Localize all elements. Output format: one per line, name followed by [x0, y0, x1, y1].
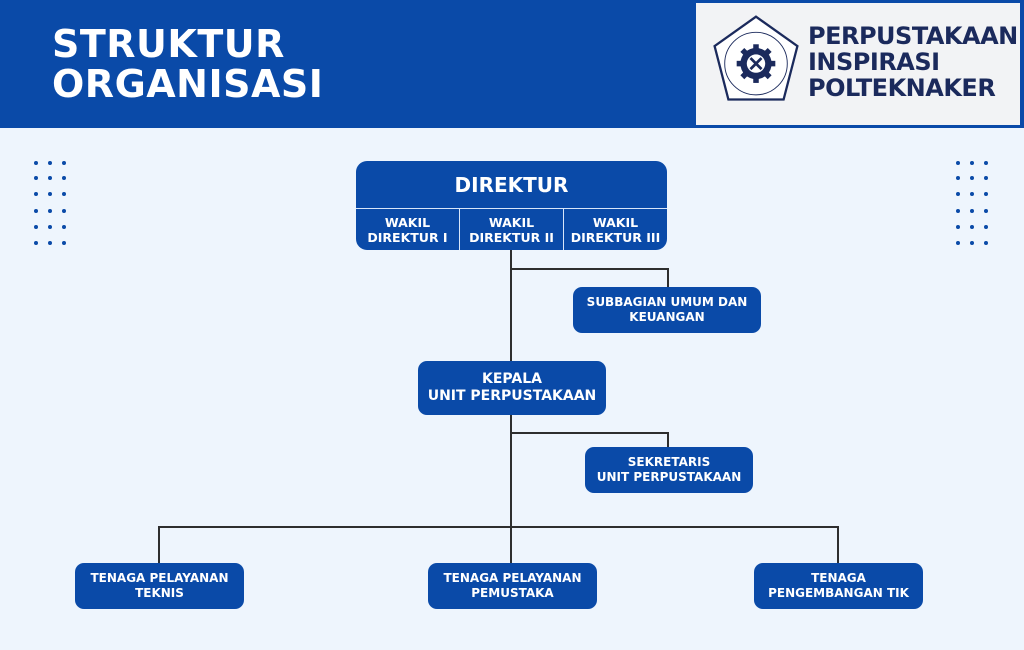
label-line: TEKNIS: [135, 586, 184, 600]
direktur-label: DIREKTUR: [356, 161, 667, 209]
label-line: DIREKTUR I: [367, 230, 448, 245]
label-line: DIREKTUR II: [469, 230, 554, 245]
decorative-dot: [970, 209, 974, 213]
decorative-dot: [956, 161, 960, 165]
page-title: STRUKTUR ORGANISASI: [52, 24, 323, 104]
label-line: TENAGA PELAYANAN: [90, 571, 229, 585]
decorative-dot: [48, 176, 52, 180]
decorative-dot: [62, 192, 66, 196]
header-banner: STRUKTUR ORGANISASI PERPUSTAKAAN INSPIRA…: [0, 0, 1024, 128]
decorative-dot: [970, 241, 974, 245]
decorative-dot: [970, 225, 974, 229]
decorative-dot: [956, 225, 960, 229]
decorative-dot: [62, 161, 66, 165]
title-line-2: ORGANISASI: [52, 62, 324, 106]
connector-bottom-h: [158, 526, 839, 528]
label-line: DIREKTUR III: [570, 230, 661, 245]
decorative-dot: [62, 241, 66, 245]
logo-panel: PERPUSTAKAAN INSPIRASI POLTEKNAKER: [696, 3, 1020, 125]
decorative-dot: [34, 225, 38, 229]
library-name-line-3: POLTEKNAKER: [808, 74, 996, 102]
library-name-line-2: INSPIRASI: [808, 48, 940, 76]
decorative-dot: [34, 176, 38, 180]
library-name: PERPUSTAKAAN INSPIRASI POLTEKNAKER: [808, 23, 1018, 101]
title-line-1: STRUKTUR: [52, 22, 285, 66]
polteknaker-seal-icon: [713, 15, 799, 101]
decorative-dot: [34, 161, 38, 165]
decorative-dot: [970, 176, 974, 180]
decorative-dot: [48, 225, 52, 229]
connector-subbagian-h: [511, 268, 669, 270]
decorative-dot: [62, 225, 66, 229]
decorative-dot: [34, 192, 38, 196]
connector-sekretaris-v: [667, 432, 669, 448]
decorative-dot: [62, 209, 66, 213]
decorative-dot: [984, 192, 988, 196]
connector-subbagian-v: [667, 268, 669, 288]
library-name-line-1: PERPUSTAKAAN: [808, 22, 1018, 50]
decorative-dot: [48, 192, 52, 196]
label-line: UNIT PERPUSTAKAAN: [596, 470, 742, 484]
label-line: PENGEMBANGAN TIK: [768, 586, 909, 600]
label-line: KEUANGAN: [629, 310, 705, 324]
label-line: SEKRETARIS: [627, 455, 711, 469]
decorative-dot: [48, 209, 52, 213]
label-line: WAKIL: [592, 215, 639, 230]
decorative-dot: [34, 209, 38, 213]
decorative-dot: [984, 225, 988, 229]
decorative-dot: [48, 161, 52, 165]
decorative-dot: [956, 192, 960, 196]
label-line: TENAGA: [811, 571, 866, 585]
decorative-dot: [984, 176, 988, 180]
connector-bottom-left-v: [158, 526, 160, 564]
decorative-dot: [62, 176, 66, 180]
label-line: UNIT PERPUSTAKAAN: [427, 388, 597, 404]
decorative-dot: [984, 209, 988, 213]
label-line: SUBBAGIAN UMUM DAN: [586, 295, 748, 309]
label-line: TENAGA PELAYANAN: [443, 571, 582, 585]
label-line: WAKIL: [488, 215, 535, 230]
decorative-dot: [956, 209, 960, 213]
decorative-dot: [956, 241, 960, 245]
decorative-dot: [34, 241, 38, 245]
label-line: PEMUSTAKA: [471, 586, 554, 600]
decorative-dot: [970, 161, 974, 165]
decorative-dot: [48, 241, 52, 245]
label-line: KEPALA: [482, 371, 542, 387]
decorative-dot: [970, 192, 974, 196]
decorative-dot: [984, 161, 988, 165]
decorative-dot: [984, 241, 988, 245]
decorative-dot: [956, 176, 960, 180]
connector-bottom-right-v: [837, 526, 839, 564]
connector-sekretaris-h: [511, 432, 669, 434]
label-line: WAKIL: [384, 215, 431, 230]
